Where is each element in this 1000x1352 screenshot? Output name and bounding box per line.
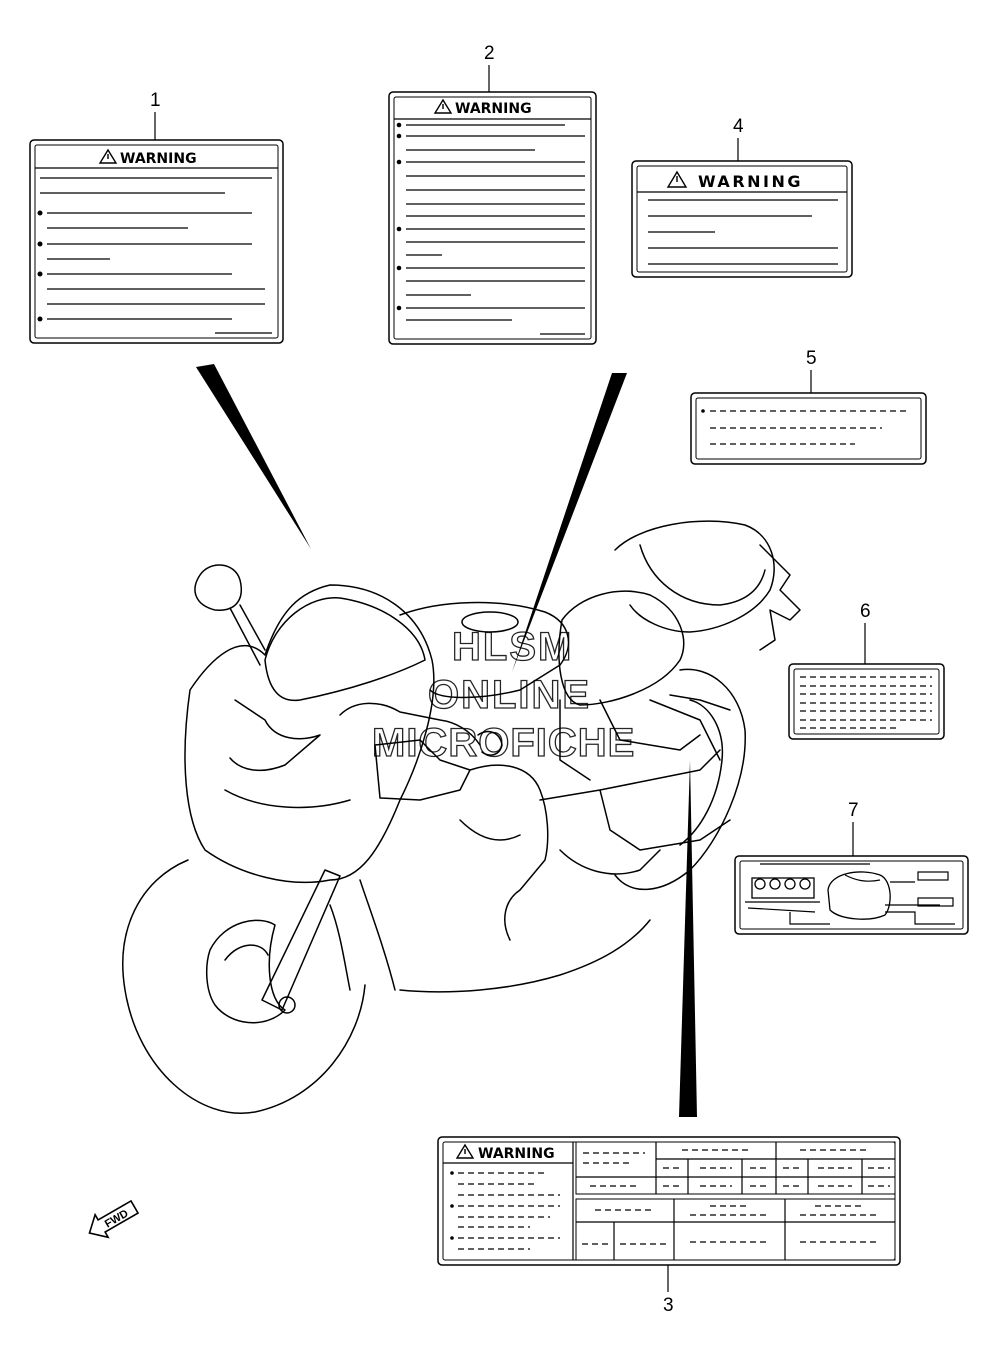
callout-7: 7: [848, 800, 859, 856]
callout-5: 5: [806, 348, 817, 393]
svg-text:4: 4: [733, 116, 744, 137]
fwd-label: FWD: [103, 1208, 131, 1231]
callout-3: 3: [663, 1265, 674, 1316]
fuel-tank-icon: [827, 871, 891, 920]
svg-text:6: 6: [860, 601, 871, 622]
warning-triangle-icon: [455, 1143, 475, 1159]
label-7[interactable]: [734, 855, 969, 935]
svg-text:3: 3: [663, 1295, 674, 1316]
label-6[interactable]: [788, 663, 945, 740]
svg-text:1: 1: [150, 90, 161, 111]
warning-triangle-icon: [433, 98, 453, 114]
label-1[interactable]: WARNING: [29, 139, 284, 344]
callout-6: 6: [860, 601, 871, 664]
callout-1: 1: [150, 90, 161, 140]
svg-text:ONLINE: ONLINE: [428, 673, 591, 717]
leader-label-3: [679, 760, 697, 1117]
watermark: HLSM ONLINE MICROFICHE: [371, 624, 635, 765]
leader-label-1: [196, 364, 311, 549]
callout-2: 2: [484, 43, 495, 92]
label-3[interactable]: WARNING: [437, 1136, 901, 1266]
svg-text:7: 7: [848, 800, 859, 821]
svg-text:5: 5: [806, 348, 817, 369]
warning-triangle-icon: [666, 170, 688, 188]
label-3-heading: WARNING: [478, 1146, 555, 1162]
svg-text:MICROFICHE: MICROFICHE: [372, 721, 635, 765]
throttle-body-icon: [745, 877, 830, 925]
label-5[interactable]: [690, 392, 927, 465]
label-2-heading: WARNING: [455, 101, 532, 117]
fwd-arrow[interactable]: FWD: [83, 1196, 141, 1245]
fwd-arrow-icon: [88, 1199, 140, 1239]
label-2[interactable]: WARNING: [388, 91, 597, 345]
svg-text:HLSM: HLSM: [452, 625, 573, 669]
callout-4: 4: [733, 116, 744, 161]
label-1-heading: WARNING: [120, 151, 197, 167]
motorcycle-outline: [122, 520, 801, 1114]
warning-triangle-icon: [98, 148, 118, 164]
label-4[interactable]: WARNING: [631, 160, 853, 278]
svg-text:2: 2: [484, 43, 495, 64]
label-4-heading: WARNING: [698, 172, 803, 191]
leader-label-2: [512, 373, 627, 672]
